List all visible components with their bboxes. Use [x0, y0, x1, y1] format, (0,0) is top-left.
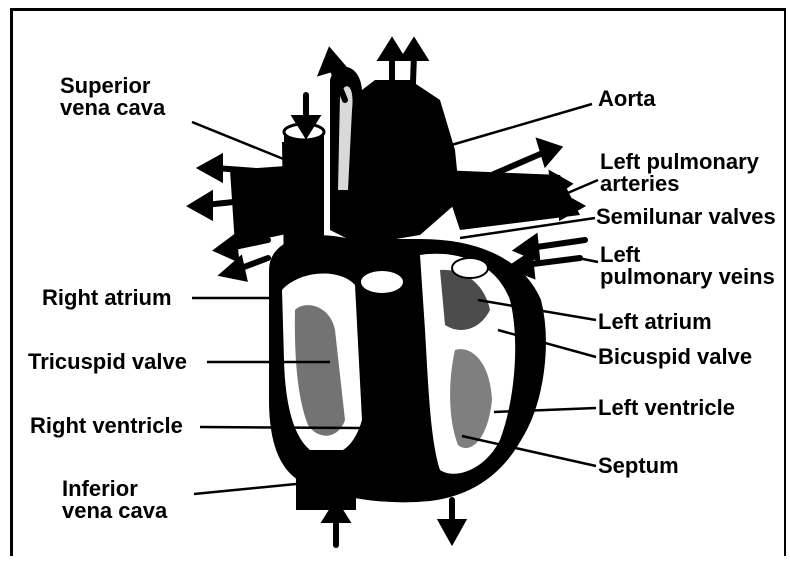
label-right-ventricle: Right ventricle [30, 415, 183, 437]
label-septum: Septum [598, 455, 679, 477]
label-tricuspid-valve: Tricuspid valve [28, 351, 187, 373]
label-semilunar-valves: Semilunar valves [596, 206, 776, 228]
label-left-pulmonary-arteries: Left pulmonary arteries [600, 151, 759, 195]
label-left-ventricle: Left ventricle [598, 397, 735, 419]
label-right-atrium: Right atrium [42, 287, 172, 309]
label-left-atrium: Left atrium [598, 311, 712, 333]
heart-illustration [230, 67, 580, 510]
label-superior-vena-cava: Superior vena cava [60, 75, 165, 119]
label-aorta: Aorta [598, 88, 655, 110]
label-inferior-vena-cava: Inferior vena cava [62, 478, 167, 522]
label-left-pulmonary-veins: Left pulmonary veins [600, 244, 775, 288]
label-bicuspid-valve: Bicuspid valve [598, 346, 752, 368]
